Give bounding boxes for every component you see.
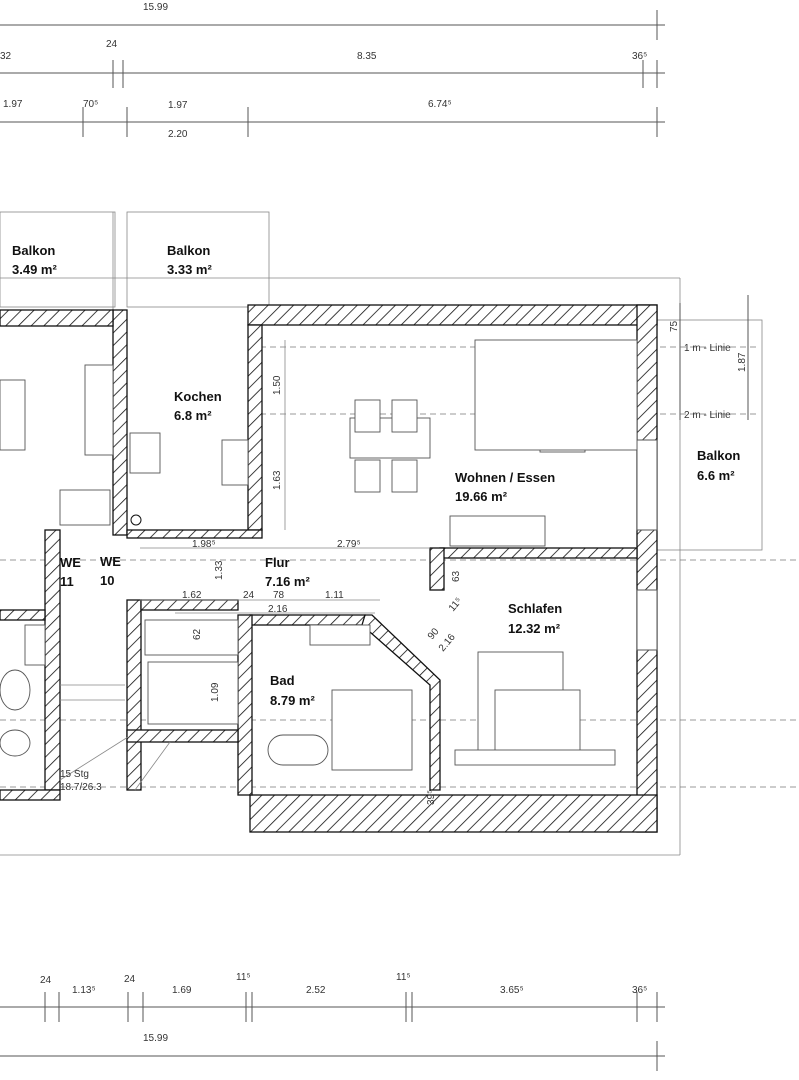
dim: 39⁵ [426,790,437,805]
dim: 1.33 [214,560,225,580]
room-area: 6.8 m² [174,408,212,423]
dim: 3.65⁵ [500,985,524,996]
dim: 1.69 [172,985,192,996]
room-area: 8.79 m² [270,693,315,708]
room-area: 7.16 m² [265,574,310,589]
dim: 24 [124,974,136,985]
dim: 11⁵ [236,972,251,983]
dim: 78 [273,590,285,601]
dim-total-top: 15.99 [143,2,168,13]
two-meter-line-label: 2 m - Linie [684,410,731,421]
room-area: 3.33 m² [167,262,212,277]
inner-dimensions: 1.50 1.63 1.98⁵ 2.79⁵ 1.33 1.62 24 78 1.… [140,340,465,805]
dim: 1.97 [168,100,188,111]
room-label: Wohnen / Essen [455,470,555,485]
unit-label: WE [60,555,81,570]
dim: 75 [669,320,680,332]
dim: 1.63 [272,470,283,490]
dim: 36⁵ [632,51,647,62]
stair-ratio: 18.7/26.3 [60,782,102,793]
dim: 36⁵ [632,985,647,996]
room-label: Schlafen [508,601,562,616]
room-label: Balkon [167,243,210,258]
room-label: Balkon [697,448,740,463]
dim: 11⁵ [396,972,411,983]
dim: 1.87 [737,352,748,372]
dim: 2.20 [168,129,188,140]
room-label: Kochen [174,389,222,404]
dim: 62 [192,628,203,640]
dim: 24 [106,39,118,50]
dim: 1.98⁵ [192,539,216,550]
room-area: 12.32 m² [508,621,561,636]
dimension-bottom: 24 1.13⁵ 24 1.69 11⁵ 2.52 11⁵ 3.65⁵ 36⁵ … [0,972,665,1071]
unit-label: 11 [60,574,74,589]
dim: 1.13⁵ [72,985,96,996]
dim: 32 [0,51,12,62]
room-label: Flur [265,555,290,570]
room-area: 6.6 m² [697,468,735,483]
dim: 8.35 [357,51,377,62]
dim: 1.11 [325,590,344,601]
dim: 2.16 [268,604,288,615]
dim: 63 [451,570,462,582]
dim: 70⁵ [83,99,98,110]
dim: 11⁵ [447,596,465,614]
dim: 1.97 [3,99,23,110]
dim: 6.74⁵ [428,99,452,110]
dim: 24 [40,975,52,986]
room-label: Bad [270,673,295,688]
dim-total-bottom: 15.99 [143,1033,168,1044]
stair-label: 15 Stg [60,769,89,780]
room-area: 19.66 m² [455,489,508,504]
dim: 2.52 [306,985,326,996]
room-area: 3.49 m² [12,262,57,277]
unit-label: 10 [100,573,114,588]
one-meter-line-label: 1 m - Linie [684,343,731,354]
unit-label: WE [100,554,121,569]
dim: 2.79⁵ [337,539,361,550]
dimension-top: 15.99 32 24 8.35 36⁵ 1.97 70⁵ 1.97 6.74⁵… [0,2,665,140]
dim: 1.50 [272,375,283,395]
room-labels: Kochen 6.8 m² Wohnen / Essen 19.66 m² Fl… [60,389,562,793]
dim: 90 [426,626,442,642]
dim: 1.09 [210,682,221,702]
room-label: Balkon [12,243,55,258]
walls [0,304,658,833]
dim: 1.62 [182,590,202,601]
dim: 24 [243,590,255,601]
furniture [0,339,638,791]
